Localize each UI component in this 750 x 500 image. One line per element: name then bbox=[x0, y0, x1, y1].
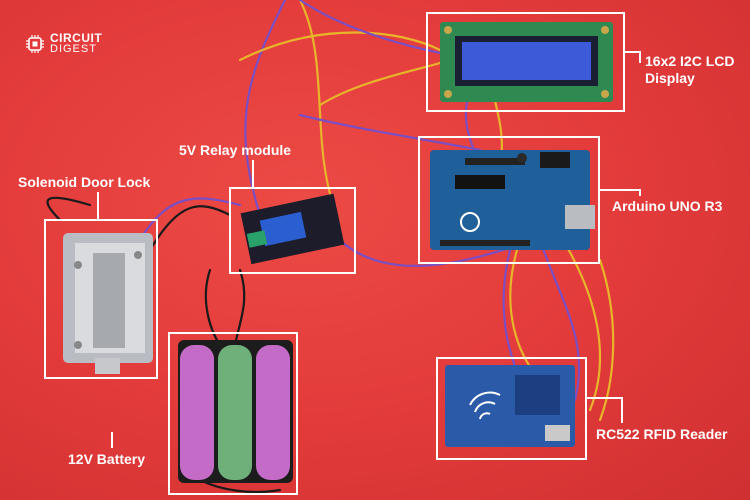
battery-pack bbox=[178, 340, 293, 483]
solenoid-label: Solenoid Door Lock bbox=[18, 174, 151, 190]
rfid-label: RC522 RFID Reader bbox=[596, 426, 728, 442]
solenoid-lock bbox=[63, 233, 153, 374]
battery-label: 12V Battery bbox=[68, 451, 146, 467]
rfid-reader bbox=[445, 365, 575, 447]
relay-highlight-box bbox=[229, 187, 356, 274]
logo-line-1: CIRCUIT bbox=[50, 31, 103, 45]
arduino-label: Arduino UNO R3 bbox=[612, 198, 723, 214]
arduino-highlight-box bbox=[418, 136, 600, 264]
relay-module bbox=[240, 193, 345, 265]
logo-line-2: DIGEST bbox=[50, 43, 97, 55]
solenoid-highlight-box bbox=[44, 219, 158, 379]
relay-label: 5V Relay module bbox=[179, 142, 292, 158]
rfid-highlight-box bbox=[436, 357, 587, 460]
lcd-module bbox=[440, 22, 613, 102]
lcd-highlight-box bbox=[426, 12, 625, 112]
leader-lines bbox=[97, 51, 641, 448]
lcd-label: 16x2 I2C LCD Display bbox=[645, 53, 735, 86]
arduino-board bbox=[430, 150, 595, 250]
chip-icon bbox=[26, 35, 44, 53]
circuit-digest-logo: CIRCUIT DIGEST bbox=[26, 31, 103, 55]
battery-highlight-box bbox=[168, 332, 298, 495]
